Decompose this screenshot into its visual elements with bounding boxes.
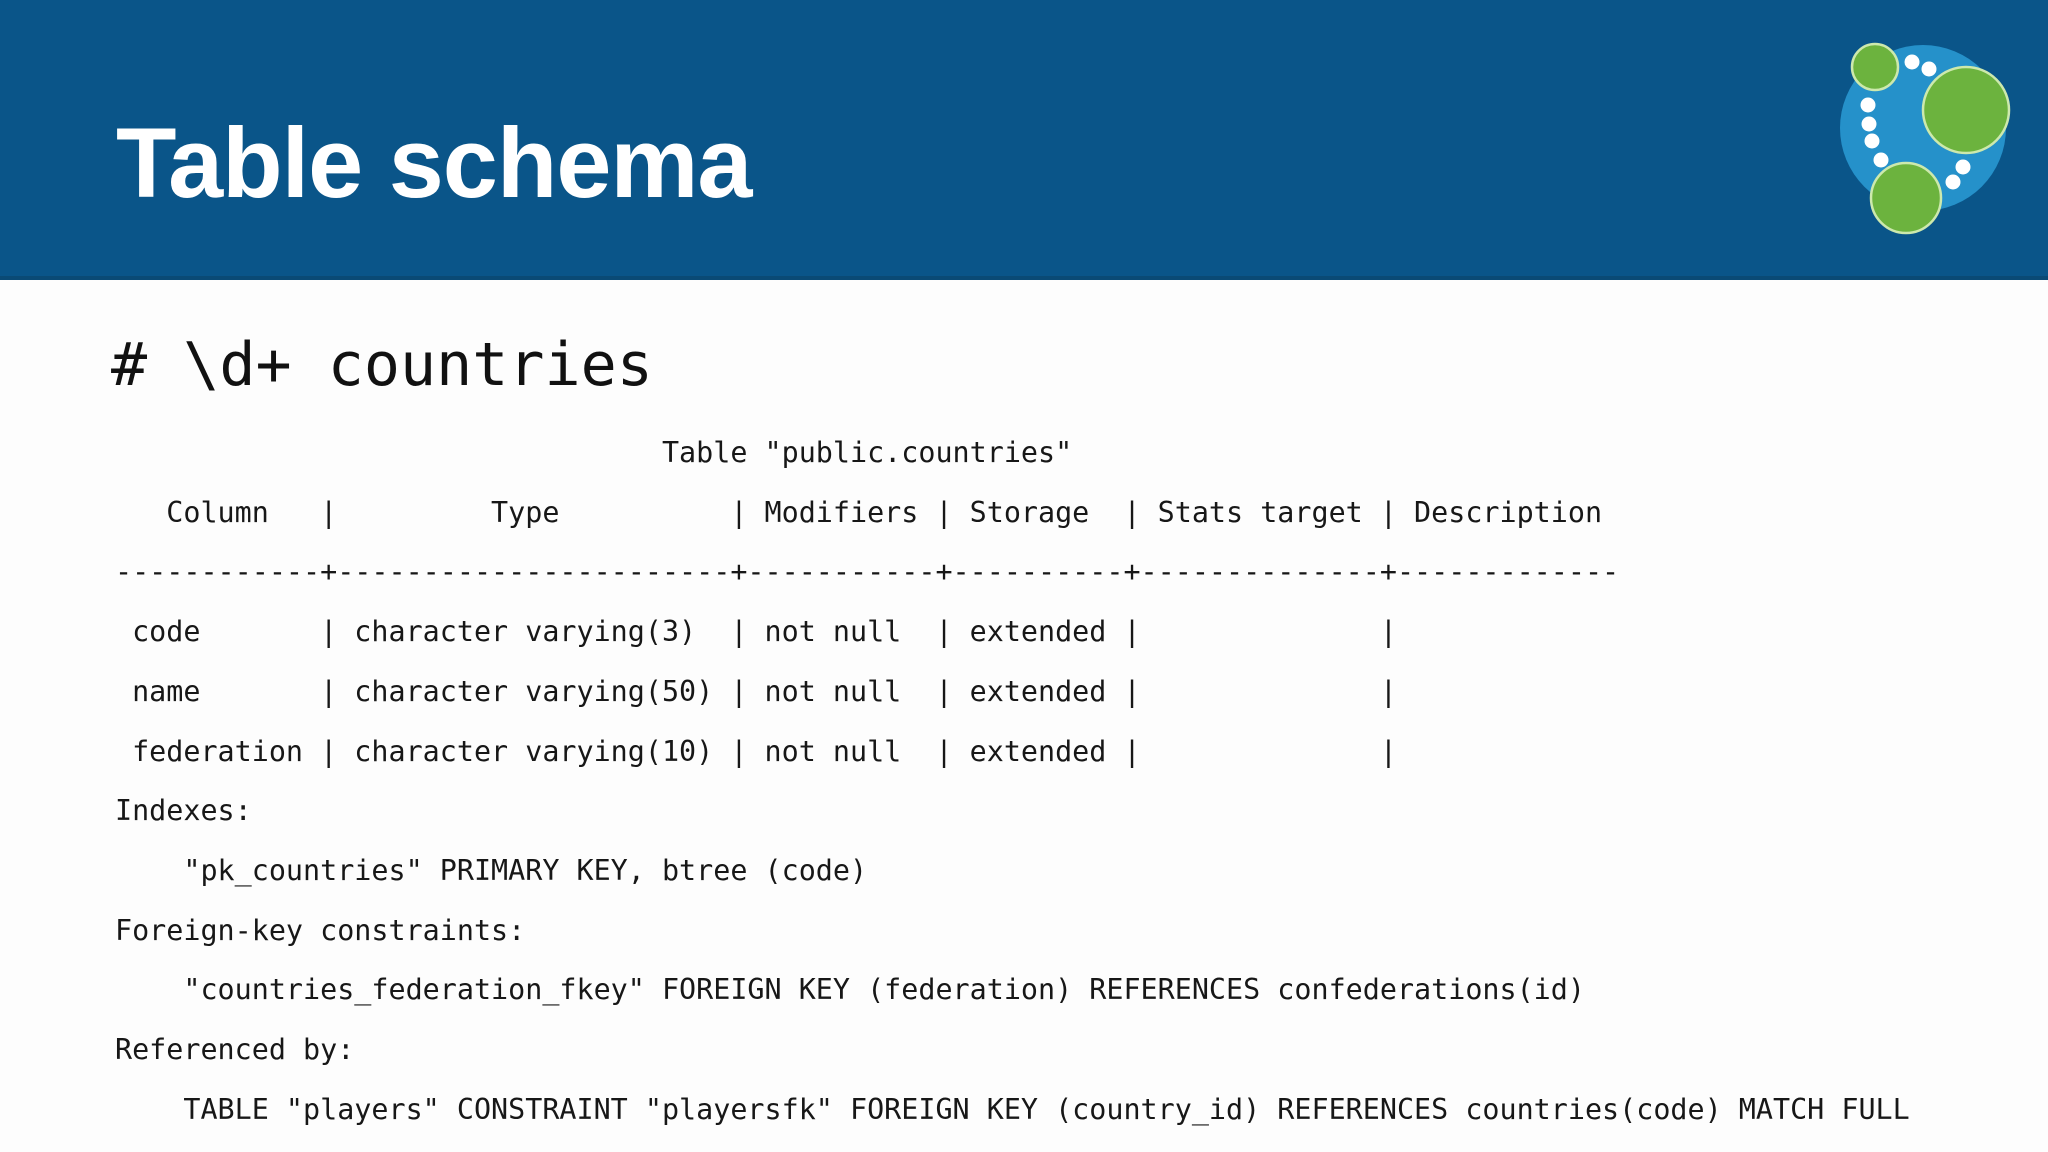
logo-dots — [1860, 54, 1971, 190]
logo-nodes — [1850, 42, 2011, 235]
slide-title: Table schema — [116, 107, 752, 218]
slide-header: Table schema — [0, 0, 2048, 280]
psql-output: Table "public.countries" Column | Type |… — [115, 436, 1910, 1126]
neo4j-logo — [1840, 42, 2011, 235]
psql-command: # \d+ countries — [111, 330, 653, 400]
